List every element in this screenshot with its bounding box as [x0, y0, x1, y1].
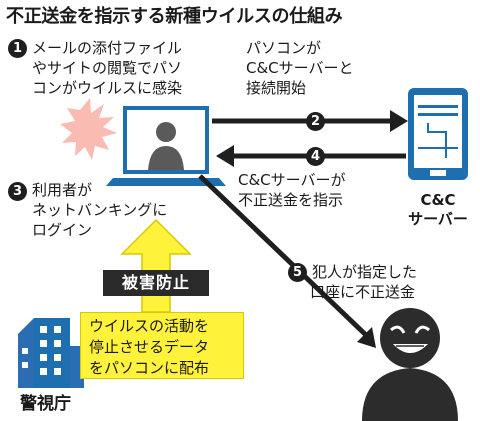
step-3-line: ログイン	[32, 221, 93, 239]
diagram-title: 不正送金を指示する新種ウイルスの仕組み	[6, 6, 343, 27]
police-building-icon	[18, 318, 84, 388]
step-2-text: パソコンが C&Cサーバーと 接続開始	[246, 38, 354, 98]
step-2-line: 接続開始	[246, 79, 307, 97]
step-3-line: ネットバンキングに	[32, 201, 168, 219]
police-label: 警視庁	[20, 394, 71, 414]
arrow-connect	[212, 110, 408, 132]
step-2-line: C&Cサーバーと	[246, 59, 354, 77]
step-4-badge: 4	[306, 147, 325, 166]
criminal-icon	[362, 308, 458, 421]
infected-pc-icon	[106, 106, 226, 186]
police-action-line: 停止させるデータ	[89, 338, 210, 356]
step-1-text: メールの添付ファイル やサイトの閲覧でパソ コンがウイルスに感染	[32, 38, 182, 98]
step-4-text: C&Cサーバーが 不正送金を指示	[238, 170, 346, 210]
step-2-line: パソコンが	[246, 39, 322, 57]
server-label-line: C&C	[420, 191, 456, 209]
step-2-badge: 2	[306, 112, 325, 131]
step-3-line: 利用者が	[32, 181, 93, 199]
step-5-line: 犯人が指定した	[312, 263, 418, 281]
server-label: C&C サーバー	[400, 191, 476, 229]
police-action-box: ウイルスの活動を 停止させるデータ をパソコンに配布	[80, 312, 244, 379]
step-1-badge: 1	[8, 39, 27, 58]
step-1-line: コンがウイルスに感染	[32, 79, 183, 97]
step-3-text: 利用者が ネットバンキングに ログイン	[32, 180, 167, 240]
step-5-badge: 5	[288, 263, 307, 282]
step-4-line: C&Cサーバーが	[238, 171, 346, 189]
step-1-line: やサイトの閲覧でパソ	[32, 59, 183, 77]
arrow-transfer	[198, 174, 376, 348]
cc-server-icon	[408, 88, 468, 180]
step-4-line: 不正送金を指示	[238, 191, 344, 209]
step-5-line: 口座に不正送金	[310, 283, 416, 301]
prevention-label: 被害防止	[103, 270, 209, 296]
step-5-text: 犯人が指定した 口座に不正送金	[310, 262, 418, 302]
police-action-line: ウイルスの活動を	[89, 317, 210, 335]
step-1-line: メールの添付ファイル	[32, 39, 183, 57]
step-3-badge: 3	[8, 182, 27, 201]
server-label-line: サーバー	[408, 210, 468, 228]
infection-burst-icon	[60, 98, 117, 160]
police-action-line: をパソコンに配布	[89, 359, 210, 377]
